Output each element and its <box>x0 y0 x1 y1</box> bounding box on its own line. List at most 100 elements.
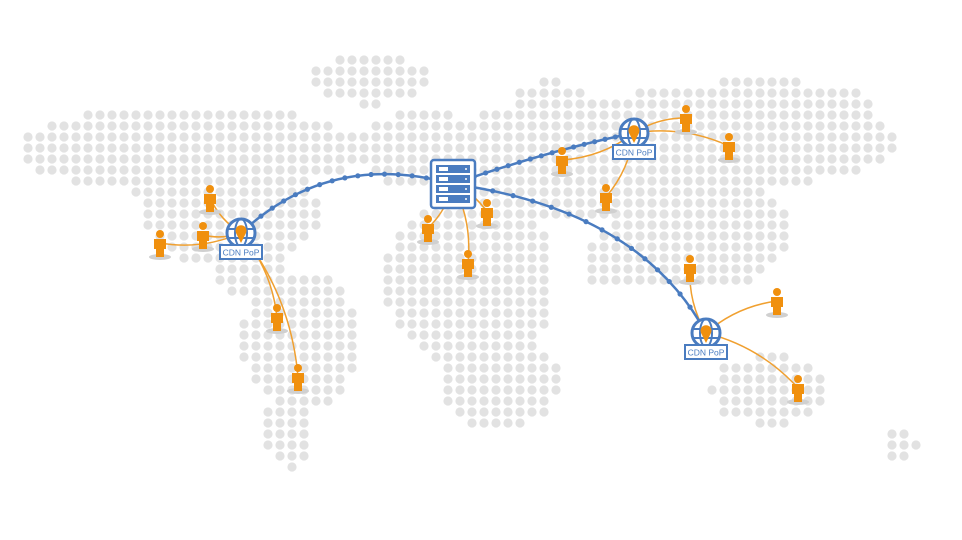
map-dot <box>431 132 441 142</box>
map-dot <box>179 132 189 142</box>
map-dot <box>527 121 537 131</box>
map-dot <box>587 264 597 274</box>
map-dot <box>779 143 789 153</box>
map-dot <box>767 143 777 153</box>
map-dot <box>347 77 357 87</box>
map-dot <box>743 209 753 219</box>
map-dot <box>467 330 477 340</box>
map-dot <box>719 88 729 98</box>
map-dot <box>803 363 813 373</box>
person-icon <box>787 375 809 405</box>
map-dot <box>431 341 441 351</box>
map-dot <box>119 132 129 142</box>
map-dot <box>671 99 681 109</box>
map-dot <box>71 143 81 153</box>
map-dot <box>671 165 681 175</box>
map-dot <box>299 396 309 406</box>
map-dot <box>287 429 297 439</box>
map-dot <box>779 407 789 417</box>
map-dot <box>827 143 837 153</box>
map-dot <box>191 121 201 131</box>
map-dot <box>539 176 549 186</box>
map-dot <box>443 319 453 329</box>
map-dot <box>527 220 537 230</box>
map-dot <box>311 220 321 230</box>
map-dot <box>719 385 729 395</box>
map-dot <box>227 275 237 285</box>
person-icon <box>417 215 439 245</box>
map-dot <box>251 363 261 373</box>
map-dot <box>659 264 669 274</box>
map-dot <box>911 440 921 450</box>
map-dot <box>491 198 501 208</box>
map-dot <box>659 121 669 131</box>
map-dot <box>527 110 537 120</box>
map-dot <box>683 143 693 153</box>
link-node <box>602 136 608 142</box>
map-dot <box>479 363 489 373</box>
map-dot <box>851 121 861 131</box>
map-dot <box>803 165 813 175</box>
person-icon <box>551 147 573 177</box>
map-dot <box>419 154 429 164</box>
map-dot <box>467 121 477 131</box>
map-dot <box>455 374 465 384</box>
map-dot <box>347 308 357 318</box>
map-dot <box>563 176 573 186</box>
map-dot <box>119 165 129 175</box>
link-node <box>304 186 311 192</box>
map-dot <box>863 154 873 164</box>
map-dot <box>371 154 381 164</box>
map-dot <box>275 132 285 142</box>
map-dot <box>347 330 357 340</box>
map-dot <box>827 121 837 131</box>
map-dot <box>287 176 297 186</box>
map-dot <box>755 253 765 263</box>
pop-label: CDN PoP <box>616 148 653 158</box>
map-dot <box>431 286 441 296</box>
map-dot <box>275 209 285 219</box>
map-dot <box>431 143 441 153</box>
map-dot <box>239 264 249 274</box>
map-dot <box>479 253 489 263</box>
map-dot <box>515 286 525 296</box>
map-dot <box>719 99 729 109</box>
person-icon <box>149 230 171 260</box>
map-dot <box>431 264 441 274</box>
map-dot <box>803 88 813 98</box>
map-dot <box>479 154 489 164</box>
map-dot <box>491 363 501 373</box>
map-dot <box>179 165 189 175</box>
map-dot <box>47 132 57 142</box>
map-dot <box>83 143 93 153</box>
map-dot <box>263 143 273 153</box>
map-dot <box>359 55 369 65</box>
map-dot <box>467 231 477 241</box>
map-dot <box>323 132 333 142</box>
map-dot <box>299 209 309 219</box>
map-dot <box>407 242 417 252</box>
map-dot <box>467 143 477 153</box>
map-dot <box>695 154 705 164</box>
map-dot <box>503 154 513 164</box>
map-dot <box>647 165 657 175</box>
map-dot <box>731 88 741 98</box>
map-dot <box>815 121 825 131</box>
map-dot <box>119 110 129 120</box>
map-dot <box>575 154 585 164</box>
map-dot <box>383 297 393 307</box>
map-dot <box>695 198 705 208</box>
map-dot <box>635 231 645 241</box>
link-node <box>654 267 661 273</box>
map-dot <box>539 165 549 175</box>
map-dot <box>647 176 657 186</box>
map-dot <box>299 407 309 417</box>
map-dot <box>791 165 801 175</box>
map-dot <box>179 242 189 252</box>
map-dot <box>311 297 321 307</box>
map-dot <box>635 198 645 208</box>
map-dot <box>239 121 249 131</box>
map-dot <box>743 77 753 87</box>
map-dot <box>311 165 321 175</box>
map-dot <box>215 110 225 120</box>
